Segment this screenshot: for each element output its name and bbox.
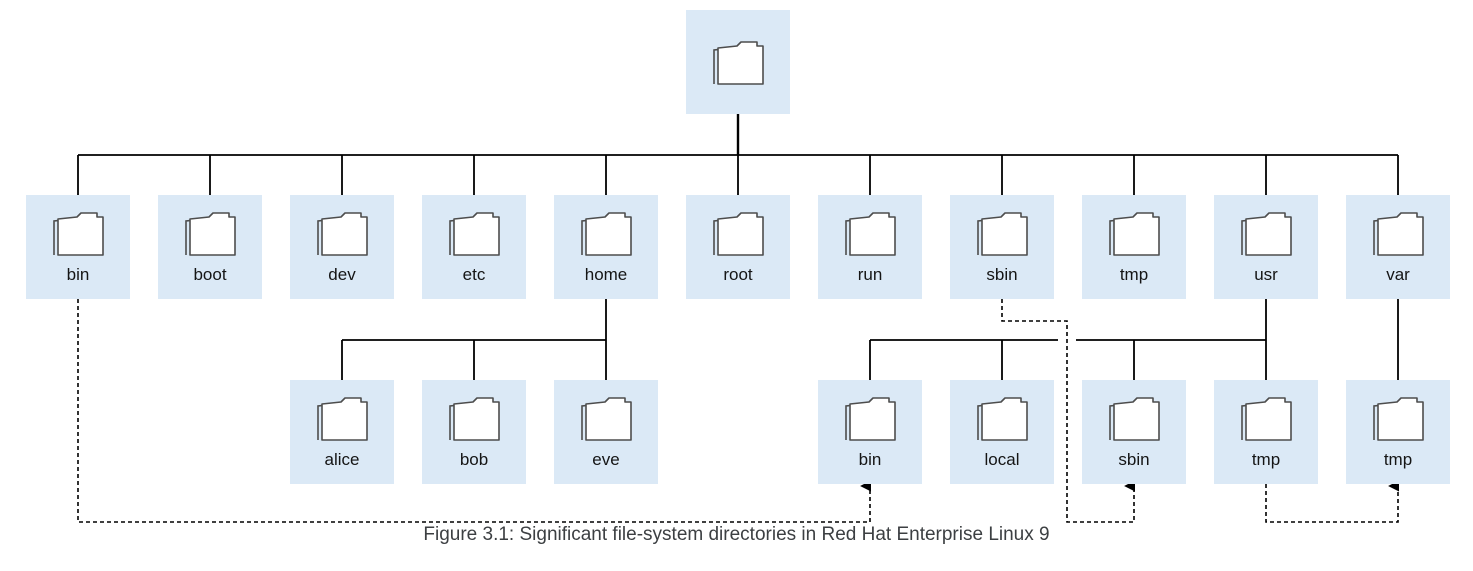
node-label: usr: [1254, 265, 1278, 284]
node-label: eve: [592, 450, 619, 469]
folder-icon: [713, 212, 764, 256]
dir-node-home-bob[interactable]: bob: [422, 380, 526, 484]
folder-icon: [713, 41, 764, 85]
node-label: tmp: [1252, 450, 1280, 469]
node-label: var: [1386, 265, 1410, 284]
dir-node-home-alice[interactable]: alice: [290, 380, 394, 484]
dir-node-usr-local[interactable]: local: [950, 380, 1054, 484]
symlink-arrow: [77, 299, 872, 523]
dir-node-var-tmp[interactable]: tmp: [1346, 380, 1450, 484]
dir-node-dev[interactable]: dev: [290, 195, 394, 299]
symlink-arrow: [1265, 480, 1400, 523]
node-label: alice: [325, 450, 360, 469]
folder-icon: [1109, 397, 1160, 441]
dir-node-root[interactable]: root: [686, 195, 790, 299]
node-label: home: [585, 265, 628, 284]
node-label: sbin: [986, 265, 1017, 284]
dir-node-boot[interactable]: boot: [158, 195, 262, 299]
node-label: tmp: [1384, 450, 1412, 469]
folder-icon: [1373, 212, 1424, 256]
dir-node-home-eve[interactable]: eve: [554, 380, 658, 484]
node-label: bob: [460, 450, 488, 469]
folder-icon: [581, 397, 632, 441]
node-label: bin: [859, 450, 882, 469]
folder-icon: [185, 212, 236, 256]
folder-icon: [845, 397, 896, 441]
folder-icon: [845, 212, 896, 256]
folder-icon: [581, 212, 632, 256]
folder-icon: [977, 212, 1028, 256]
node-label: etc: [463, 265, 486, 284]
root-directory-node[interactable]: [686, 10, 790, 114]
node-label: tmp: [1120, 265, 1148, 284]
directory-nodes: bin boot dev etc home root run sbin tmp usr var ali…: [26, 10, 1450, 484]
node-label: local: [985, 450, 1020, 469]
dir-node-var[interactable]: var: [1346, 195, 1450, 299]
node-label: boot: [193, 265, 226, 284]
folder-icon: [1373, 397, 1424, 441]
node-label: dev: [328, 265, 356, 284]
node-label: sbin: [1118, 450, 1149, 469]
dir-node-usr[interactable]: usr: [1214, 195, 1318, 299]
folder-icon: [1241, 212, 1292, 256]
dir-node-etc[interactable]: etc: [422, 195, 526, 299]
dir-node-home[interactable]: home: [554, 195, 658, 299]
dir-node-sbin[interactable]: sbin: [950, 195, 1054, 299]
folder-icon: [317, 397, 368, 441]
folder-icon: [317, 212, 368, 256]
folder-icon: [53, 212, 104, 256]
folder-icon: [977, 397, 1028, 441]
dir-node-usr-bin[interactable]: bin: [818, 380, 922, 484]
dir-node-run[interactable]: run: [818, 195, 922, 299]
symlink-connectors: [77, 299, 1400, 523]
node-label: bin: [67, 265, 90, 284]
folder-icon: [1109, 212, 1160, 256]
node-label: root: [723, 265, 753, 284]
dir-node-bin[interactable]: bin: [26, 195, 130, 299]
folder-icon: [449, 212, 500, 256]
dir-node-tmp[interactable]: tmp: [1082, 195, 1186, 299]
dir-node-usr-tmp[interactable]: tmp: [1214, 380, 1318, 484]
figure-caption: Figure 3.1: Significant file-system dire…: [423, 524, 1050, 545]
symlink-arrow: [1001, 299, 1136, 523]
folder-icon: [449, 397, 500, 441]
node-label: run: [858, 265, 883, 284]
folder-icon: [1241, 397, 1292, 441]
dir-node-usr-sbin[interactable]: sbin: [1082, 380, 1186, 484]
tree-connectors: [77, 114, 1399, 380]
